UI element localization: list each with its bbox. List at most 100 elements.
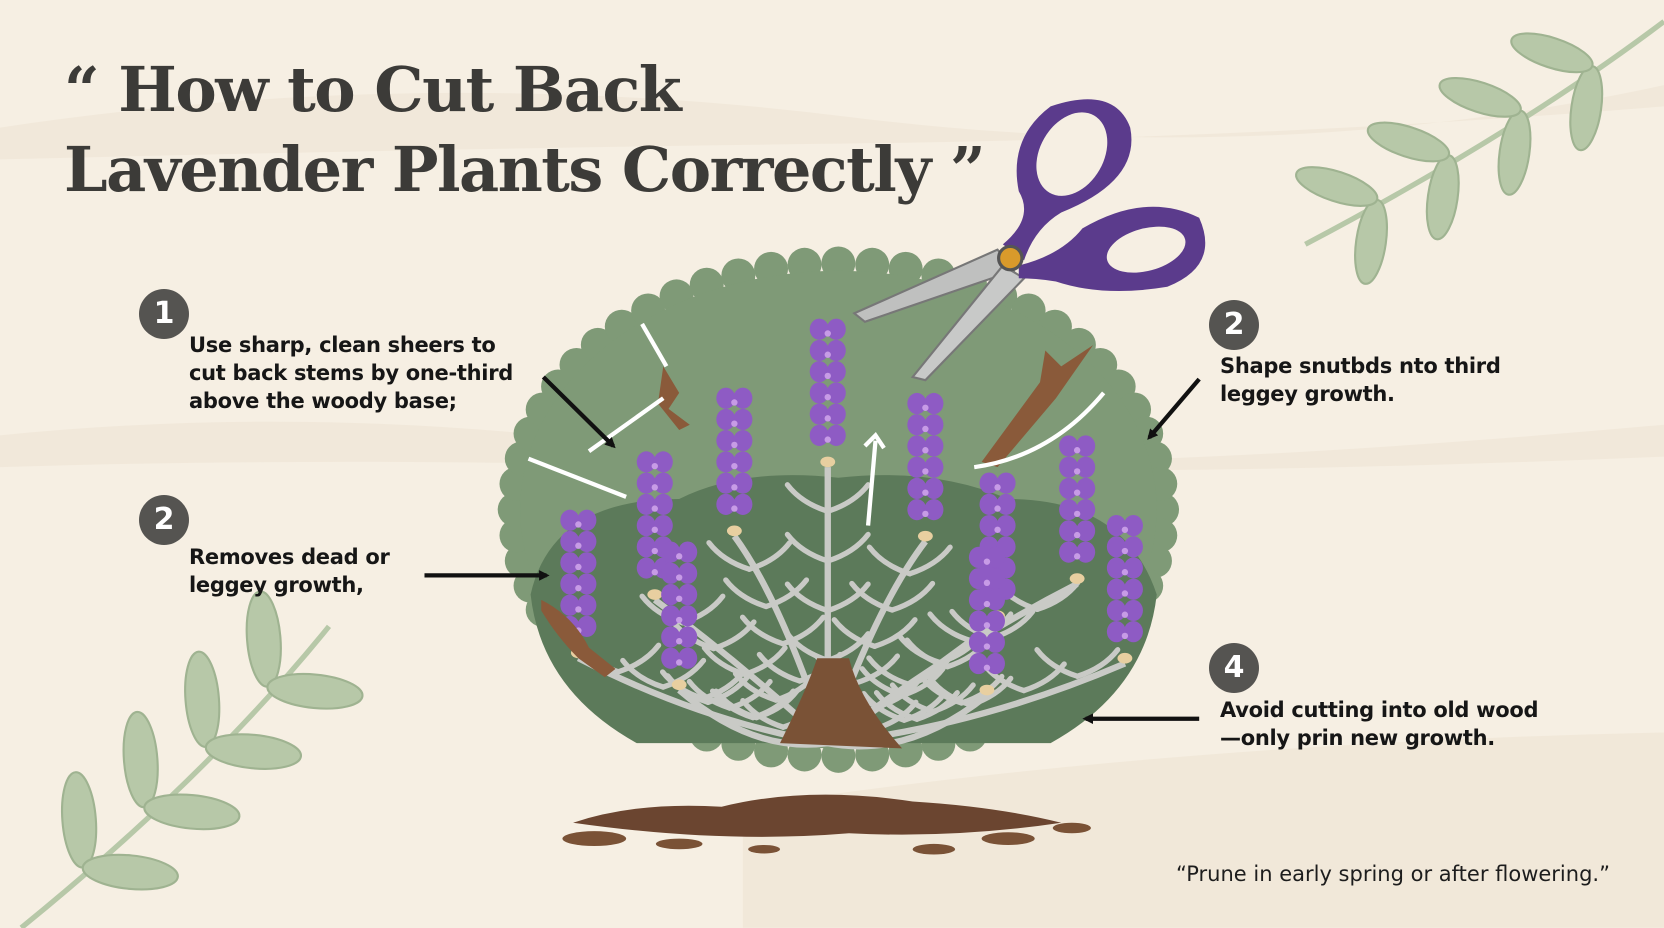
lavender-flower — [922, 489, 929, 496]
lavender-flower — [1121, 590, 1129, 597]
lavender-flower — [731, 399, 738, 406]
leaf — [1510, 32, 1594, 74]
leaf — [1366, 121, 1451, 163]
lavender-flower — [716, 430, 736, 452]
lavender-flower — [651, 526, 658, 533]
arrow-icon — [424, 375, 1201, 724]
lavender-flower — [651, 569, 658, 576]
lavender-flower — [577, 615, 597, 637]
number-badge: 2 — [139, 495, 189, 545]
lavender-flower — [996, 514, 1016, 537]
step-line: Use sharp, clean sheers to — [189, 333, 496, 357]
lavender-flower — [661, 562, 681, 584]
lavender-flower — [653, 451, 673, 473]
lavender-flower — [922, 447, 929, 454]
lavender-flower — [733, 430, 753, 452]
cut-guide-lines — [527, 322, 1106, 526]
lavender-stem — [677, 687, 829, 748]
lavender-flower — [653, 472, 673, 494]
lavender-flower — [1106, 599, 1126, 622]
lavender-flower — [826, 318, 846, 340]
lavender-leaf — [742, 645, 788, 677]
lavender-flower — [651, 462, 658, 470]
title-line-1: How to Cut Back — [118, 53, 681, 126]
lavender-flower — [824, 415, 831, 422]
lavender-leaf — [746, 540, 793, 572]
lavender-flower — [678, 626, 698, 648]
lavender-flower — [577, 552, 597, 574]
lavender-flower — [907, 435, 927, 457]
lavender-flower — [575, 584, 582, 592]
scissors-icon — [852, 99, 1206, 382]
lavender-flower — [1123, 557, 1143, 579]
lavender-flower — [979, 514, 999, 537]
lavender-calyx — [1117, 652, 1133, 664]
lavender-flower — [560, 509, 580, 531]
lavender-flower — [661, 583, 681, 606]
branch-stem — [19, 624, 332, 928]
lavender-flower — [809, 403, 829, 425]
lavender-flower — [1076, 435, 1096, 457]
lavender-flower — [907, 392, 927, 415]
lavender-flower — [1106, 557, 1126, 579]
lavender-flower — [676, 616, 683, 624]
lavender-flower — [1073, 553, 1081, 560]
lavender-leaf — [1034, 647, 1081, 679]
lavender-flower — [1123, 621, 1143, 643]
lavender-flower — [1076, 456, 1096, 478]
lavender-flower — [1123, 536, 1143, 558]
lavender-flower — [809, 424, 829, 446]
lavender-flower — [1059, 541, 1079, 563]
lavender-flower — [716, 472, 736, 494]
lavender-flower — [1059, 435, 1079, 457]
lavender-leaf — [615, 642, 662, 675]
lavender-flower — [809, 361, 829, 383]
lavender-flower — [924, 477, 944, 500]
step-line: above the woody base; — [189, 389, 457, 413]
lavender-flower — [716, 408, 736, 431]
lavender-flower — [922, 404, 929, 411]
step-4-text: Avoid cutting into old wood —only prin n… — [1220, 696, 1539, 752]
lavender-flower — [985, 568, 1005, 590]
lavender-leaf — [739, 614, 786, 647]
lavender-leaf — [784, 482, 831, 514]
lavender-leaf — [784, 531, 831, 564]
lavender-leaf — [849, 580, 895, 613]
woody-base — [780, 658, 903, 749]
leaf — [1354, 198, 1388, 285]
lavender-flower — [996, 493, 1016, 515]
lavender-flower — [907, 414, 927, 436]
lavender-flower — [733, 451, 753, 473]
leaf — [122, 710, 159, 809]
lavender-flower — [1123, 514, 1143, 537]
leaf — [1438, 76, 1522, 118]
lavender-flower — [907, 456, 927, 478]
lavender-flower — [731, 462, 738, 470]
lavender-flower — [636, 451, 656, 473]
lavender-flower — [575, 563, 582, 571]
lavender-flower — [824, 393, 831, 401]
lavender-flower — [716, 451, 736, 473]
leaf-branch-icon — [1295, 19, 1664, 285]
lavender-flower — [678, 541, 698, 563]
lavender-flower — [985, 589, 1005, 611]
lavender-flower — [809, 382, 829, 404]
lavender-flower — [924, 456, 944, 478]
lavender-leaf — [927, 611, 974, 644]
branch-stem — [1304, 19, 1664, 247]
step-line: cut back stems by one-third — [189, 361, 513, 385]
lavender-flower — [1076, 520, 1096, 542]
lavender-flower — [1123, 578, 1143, 600]
leaf — [1425, 154, 1460, 241]
lavender-leaf — [1034, 580, 1081, 613]
lavender-flower — [907, 499, 927, 521]
lavender-flower — [560, 594, 580, 616]
lavender-flower — [968, 631, 988, 653]
lavender-flower — [678, 605, 698, 627]
leaf — [204, 733, 303, 770]
lavender-flower — [636, 536, 656, 558]
leaf — [1497, 109, 1532, 196]
leaf — [60, 771, 98, 869]
lavender-leaf — [1074, 647, 1121, 679]
lavender-flower — [826, 339, 846, 362]
